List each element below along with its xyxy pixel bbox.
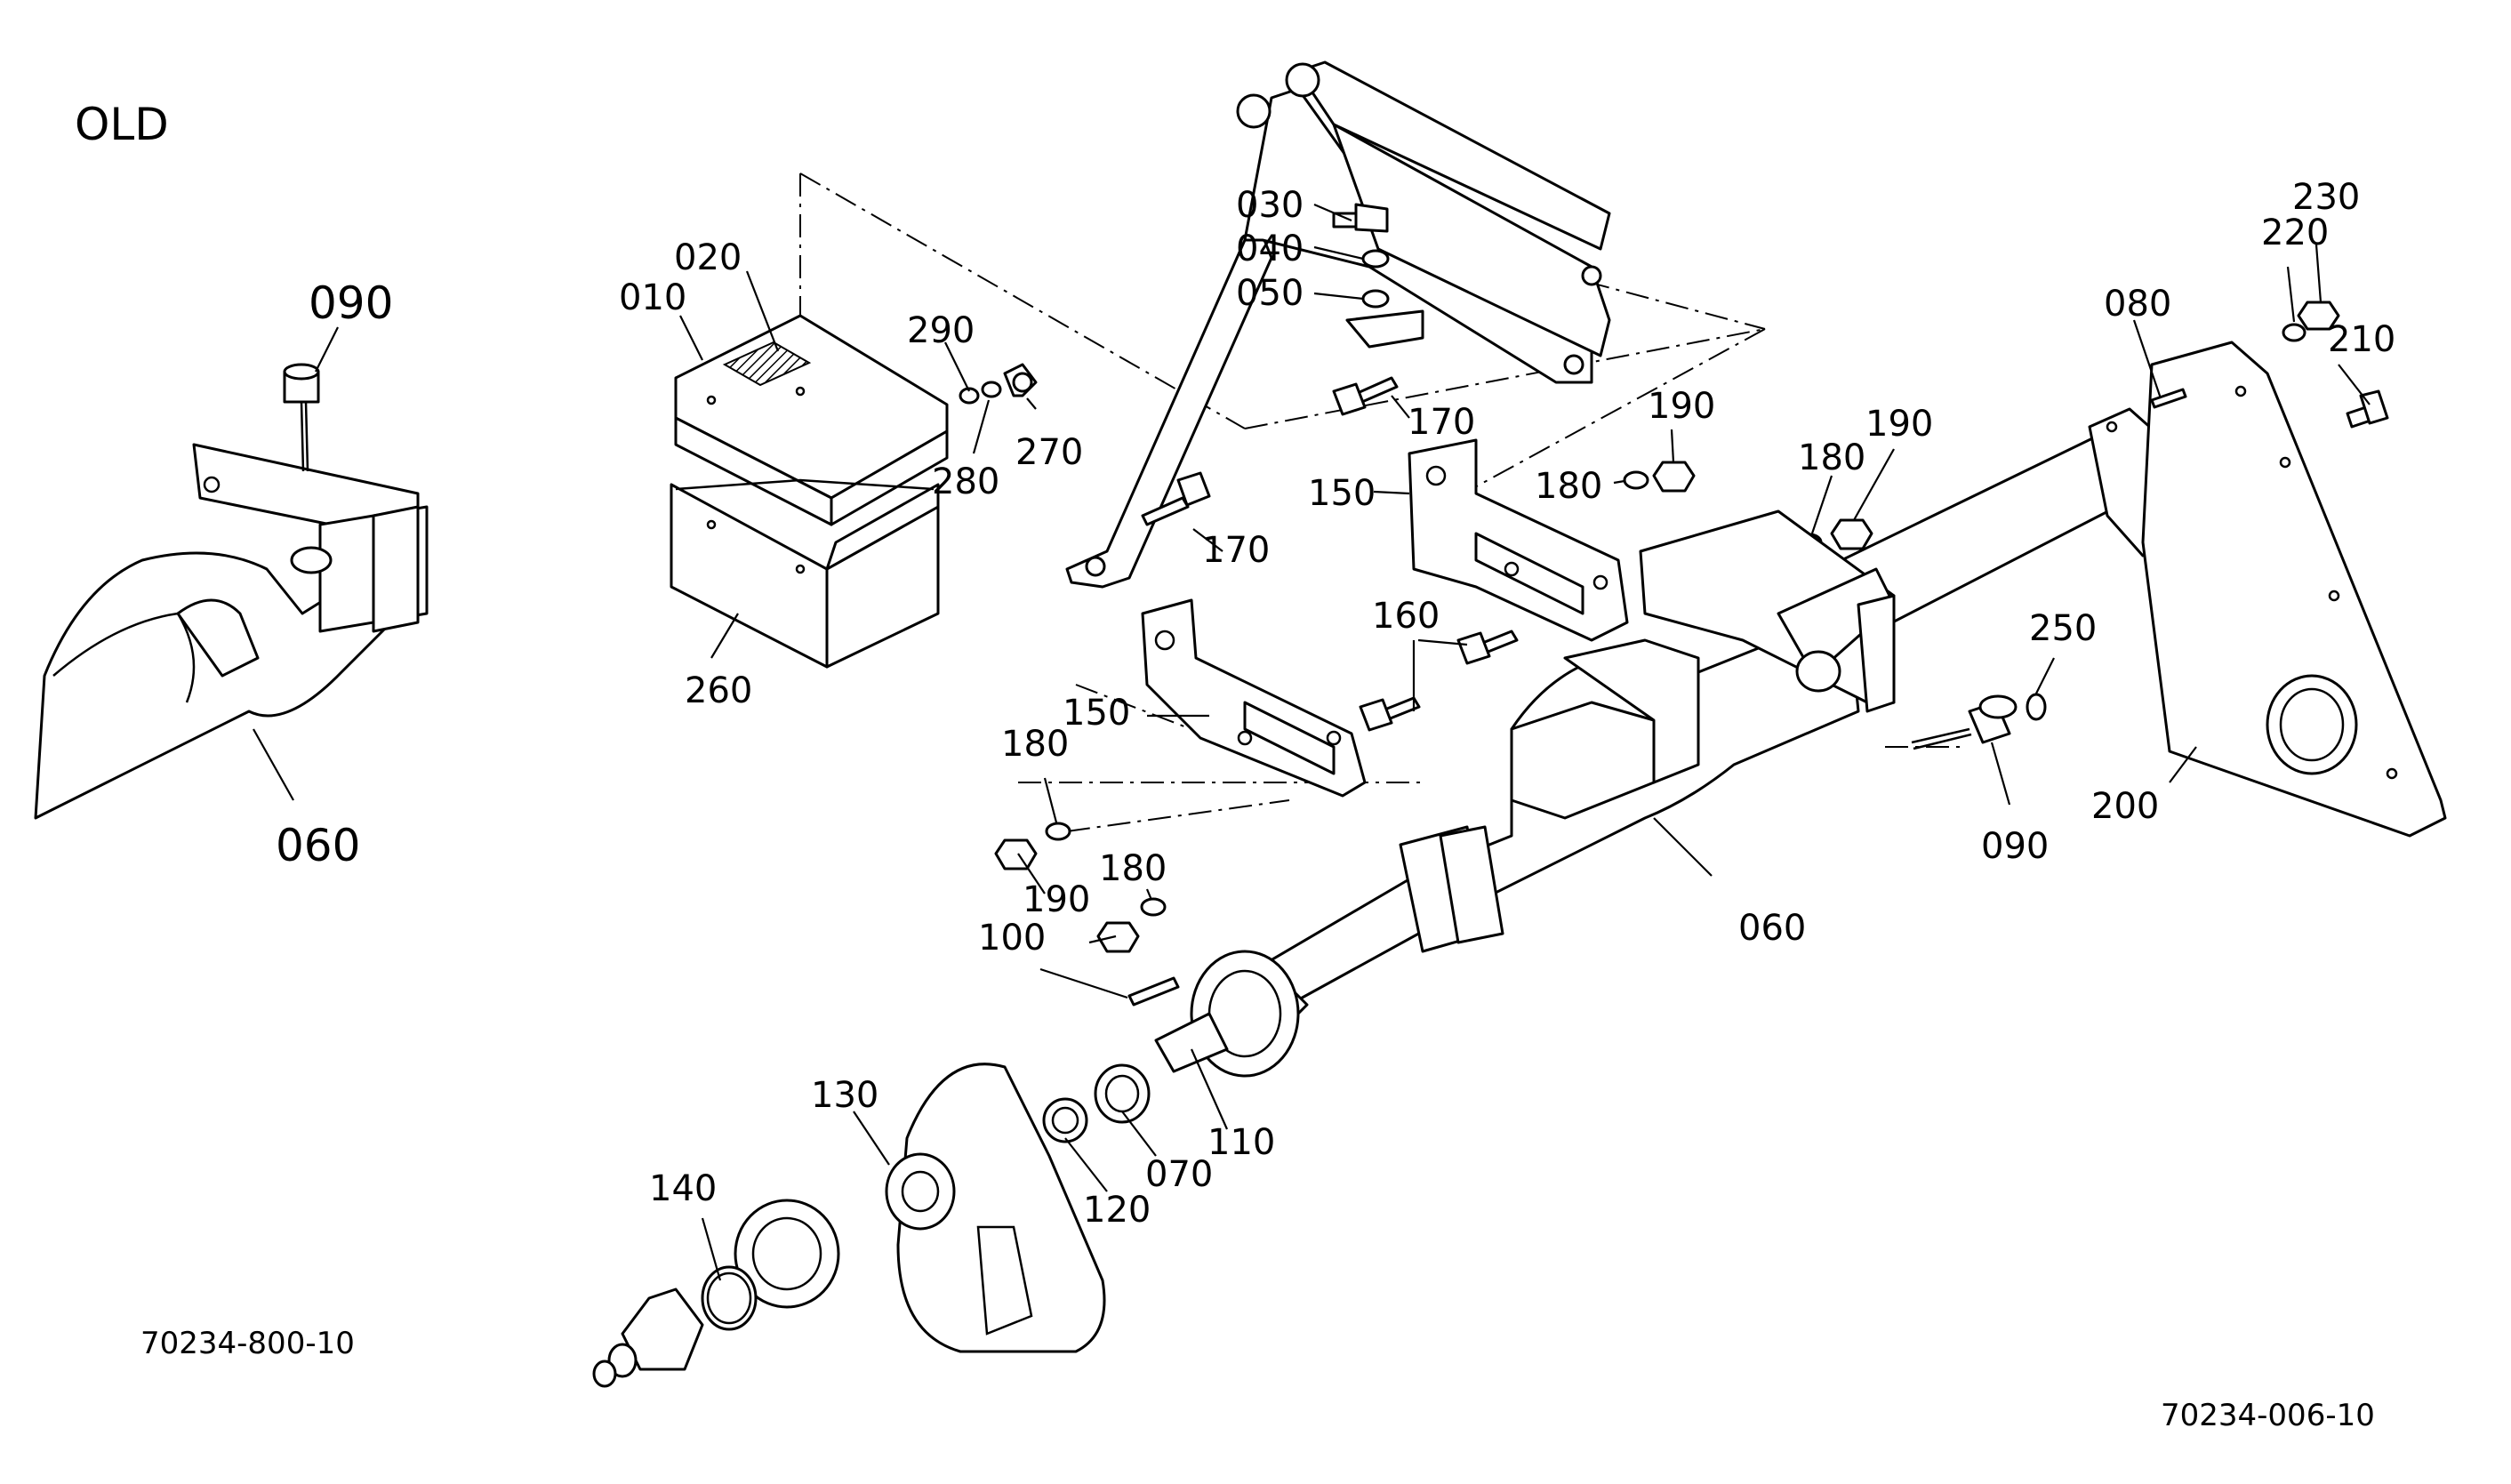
label-180-lower: 180 (1099, 848, 1167, 889)
label-280: 280 (932, 461, 999, 502)
wing-nut-270 (959, 363, 1038, 405)
label-070: 070 (1145, 1154, 1213, 1195)
label-030: 030 (1236, 185, 1304, 226)
shaft-bearings (1042, 950, 1309, 1143)
label-100: 100 (978, 918, 1046, 959)
decal-pattern (722, 341, 812, 387)
inset-end-flange (372, 505, 420, 633)
label-150-lower: 150 (1063, 693, 1130, 734)
label-180-mid: 180 (1798, 437, 1865, 478)
label-270: 270 (1015, 432, 1083, 473)
oil-plug-090-main (1911, 693, 2047, 750)
label-110: 110 (1207, 1122, 1275, 1163)
label-160: 160 (1372, 596, 1440, 637)
hitch-pin-set (1332, 203, 1424, 349)
inset-label-060: 060 (276, 820, 360, 871)
label-060: 060 (1738, 908, 1806, 949)
bolt-170-left (1141, 471, 1211, 526)
label-190-lower: 190 (1023, 879, 1090, 920)
label-180-upper: 180 (1535, 466, 1602, 507)
label-230: 230 (2292, 177, 2360, 218)
label-090: 090 (1981, 826, 2049, 867)
label-120: 120 (1083, 1190, 1151, 1231)
label-010: 010 (619, 277, 686, 318)
label-190-upper: 190 (1648, 386, 1715, 427)
label-170-left: 170 (1202, 530, 1270, 571)
final-drive (592, 1063, 1106, 1388)
label-040: 040 (1236, 229, 1304, 269)
fasteners-upper-right (2150, 301, 2389, 429)
cover-upper (674, 314, 949, 526)
label-130: 130 (811, 1075, 878, 1116)
bracket-150-upper (1408, 438, 1629, 642)
label-250: 250 (2029, 608, 2097, 649)
label-260: 260 (685, 670, 752, 711)
bolt-160-pair (1359, 630, 1519, 732)
bolt-170-top (1332, 376, 1399, 416)
label-050: 050 (1236, 273, 1304, 314)
nut-washer-sets (994, 461, 1873, 953)
mounting-plate-200 (2141, 341, 2447, 838)
label-200: 200 (2091, 786, 2159, 827)
inset-drawing-code: 70234-800-10 (140, 1326, 355, 1361)
hitch-frame (1065, 60, 1611, 589)
inset-label-090: 090 (309, 277, 393, 329)
label-140: 140 (649, 1168, 717, 1209)
part-labels: 010 020 030 040 050 060 070 080 090 100 … (619, 177, 2395, 1231)
label-080: 080 (2104, 284, 2171, 325)
label-180-left: 180 (1001, 724, 1069, 765)
label-190-mid: 190 (1865, 404, 1933, 445)
label-210: 210 (2328, 319, 2395, 360)
label-150-upper: 150 (1308, 473, 1376, 514)
label-020: 020 (674, 237, 742, 278)
main-drawing-code: 70234-006-10 (2161, 1398, 2375, 1433)
inset-oil-plug (283, 363, 320, 472)
variant-label: OLD (75, 99, 169, 150)
label-220: 220 (2261, 213, 2329, 253)
bracket-150-lower (1141, 598, 1367, 798)
leader-lines (679, 203, 2371, 1281)
cover-lower (670, 478, 940, 669)
label-290: 290 (907, 310, 975, 351)
inset-assembly (34, 326, 429, 820)
label-170-top: 170 (1408, 402, 1475, 443)
